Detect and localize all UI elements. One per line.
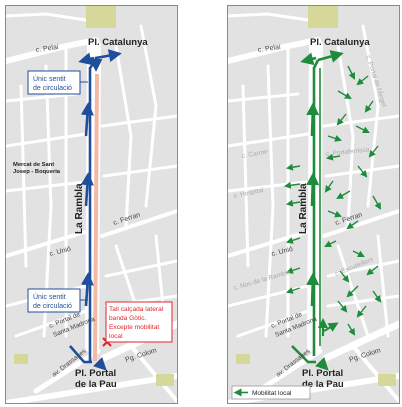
local-mobility-arrows [324, 65, 382, 336]
route-arrow [306, 172, 320, 207]
place-pl-catalunya: Pl. Catalunya [88, 37, 148, 48]
route-to-catalunya [94, 49, 122, 68]
map-local-mobility: Pl. Catalunya La Rambla Pl. Portal de la… [228, 6, 399, 403]
callout-closure-line2: banda Gòtic. [109, 315, 147, 322]
local-mobility-arrows-raval [283, 163, 301, 294]
park-area [14, 354, 28, 364]
place-la-rambla: La Rambla [74, 183, 85, 234]
callout-top-line2: de circulació [33, 85, 72, 92]
route-to-pelai [78, 52, 95, 66]
place-pl-portal-line1: Pl. Portal [302, 368, 343, 379]
callout-closure-line3: Excepte mobilitat [109, 324, 159, 331]
place-pl-portal-line2: de la Pau [302, 379, 344, 390]
map-panel-one-way: Únic sentit de circulació Únic sentit de… [5, 5, 178, 404]
place-pl-portal-line1: Pl. Portal [75, 368, 116, 379]
legend-label: Mobilitat local [252, 390, 292, 397]
route-to-colom [314, 356, 329, 371]
closed-lane [93, 73, 99, 362]
route-from-drassanes [69, 345, 92, 364]
route-to-colom [92, 356, 107, 371]
callout-closure [105, 301, 173, 343]
map-one-way: Únic sentit de circulació Únic sentit de… [6, 6, 177, 403]
route-arrow [306, 102, 320, 137]
park-area [86, 6, 116, 28]
callout-closure-line4: local [109, 333, 123, 340]
place-pl-catalunya: Pl. Catalunya [310, 37, 370, 48]
place-mercat-line2: Josep - Boqueria [13, 169, 61, 175]
local-route-main [312, 59, 320, 356]
park-area [156, 374, 174, 386]
park-area [308, 6, 338, 28]
route-to-catalunya [317, 50, 344, 63]
route-arrow [80, 272, 94, 307]
street-pelai: c. Pelai [35, 44, 59, 54]
callout-closure-line1: Tall calçada lateral [109, 306, 164, 313]
park-area [378, 374, 396, 386]
route-arrow [306, 272, 320, 307]
street-carme: c. Carme [241, 148, 269, 160]
place-la-rambla: La Rambla [298, 183, 309, 234]
legend-box [231, 385, 311, 400]
callout-bottom-line1: Únic sentit [33, 292, 66, 301]
street-pelai: c. Pelai [257, 44, 281, 54]
route-arrow [80, 102, 94, 137]
street-portaferrissa: c. Portaferrissa [325, 146, 370, 158]
callout-top-line1: Únic sentit [33, 74, 66, 83]
place-pl-portal-line2: de la Pau [75, 379, 117, 390]
route-arrow [323, 322, 339, 332]
route-to-pelai [300, 52, 317, 66]
park-area [236, 354, 250, 364]
place-mercat-line1: Mercat de Sant [13, 162, 54, 168]
route-arrow [80, 172, 94, 207]
route-from-drassanes [291, 345, 316, 364]
callout-bottom-line2: de circulació [33, 303, 72, 310]
map-panel-local-mobility: Pl. Catalunya La Rambla Pl. Portal de la… [227, 5, 400, 404]
